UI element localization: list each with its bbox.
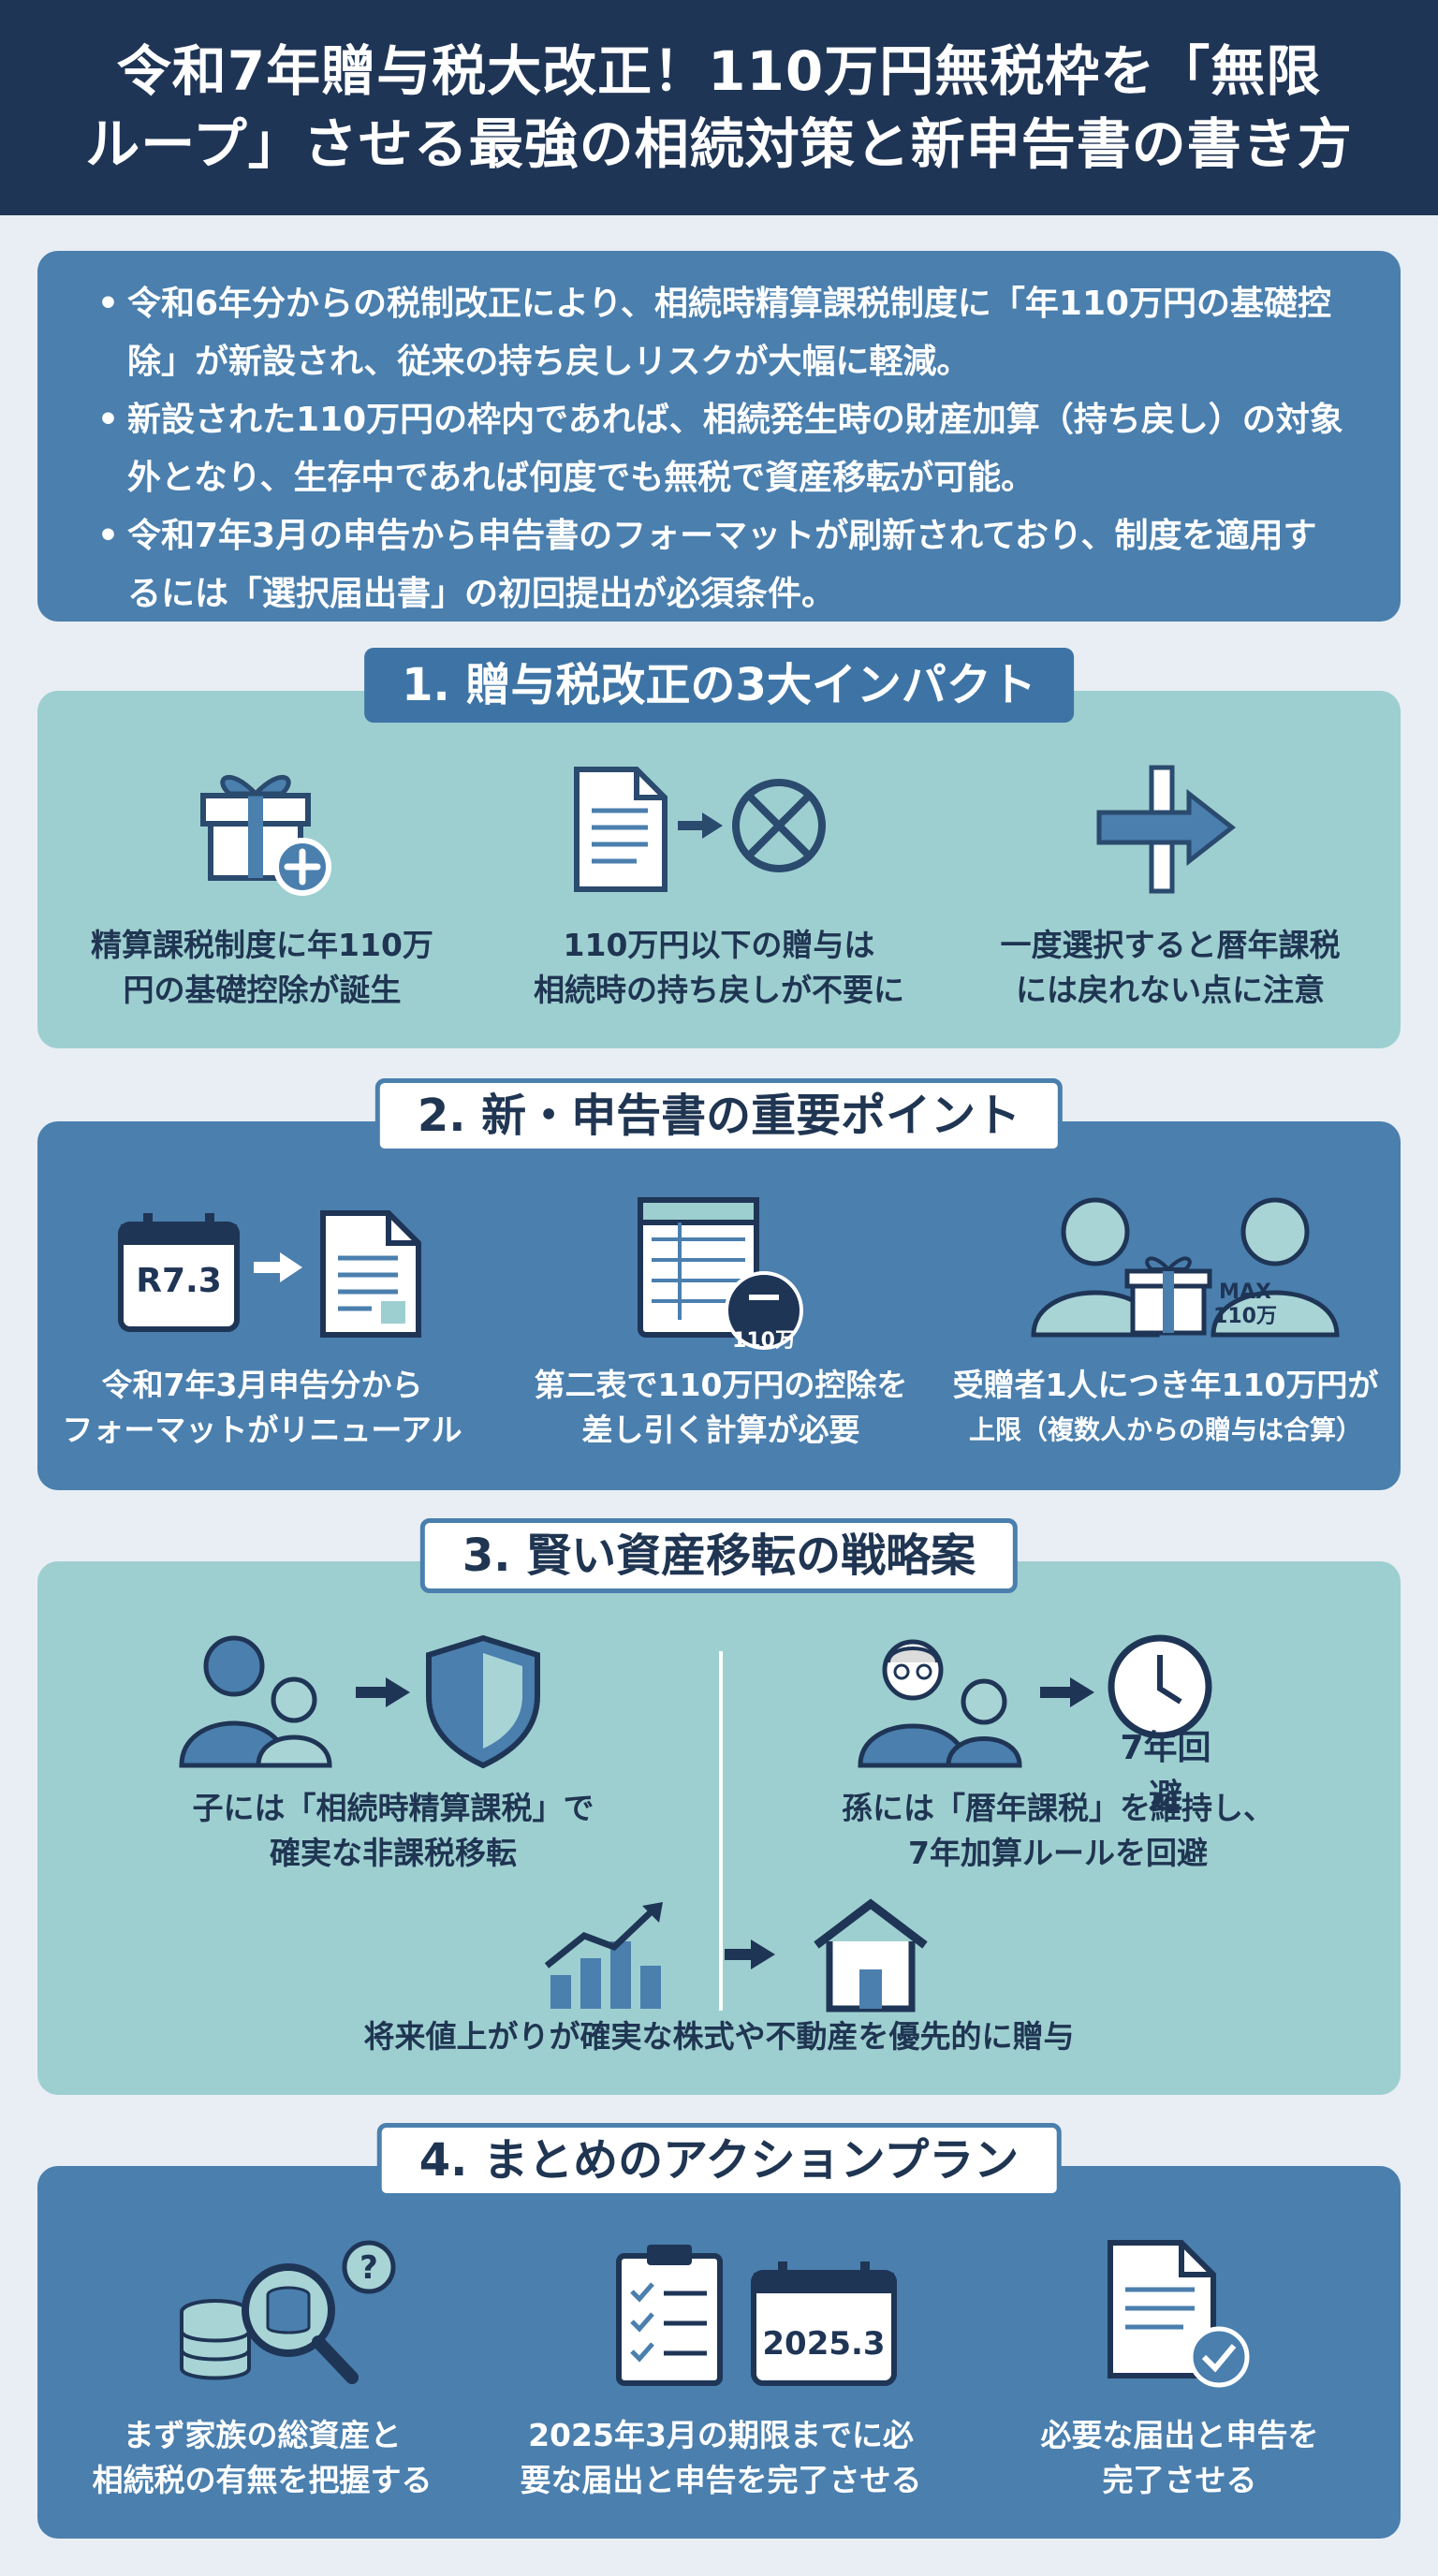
clock-label: 7年回避 bbox=[1120, 1729, 1211, 1816]
impact-item-2: 110万円以下の贈与は 相続時の持ち戻しが不要に bbox=[534, 927, 904, 1008]
section-strategy: 3. 賢い資産移転の戦略案 子には「相続時精算課税」で 確実な非課税移転 7年回… bbox=[37, 1518, 1401, 2095]
action-item-1: まず家族の総資産と 相続税の有無を把握する bbox=[92, 2417, 433, 2498]
section-impact: 1. 贈与税改正の3大インパクト 精算課税制度に年110万 円の基礎控除が誕生 … bbox=[37, 648, 1401, 1048]
summary-item: 令和6年分からの税制改正により、相続時精算課税制度に「年110万円の基礎控除」が… bbox=[94, 275, 1344, 391]
calendar-document-icon bbox=[118, 1210, 421, 1338]
summary-item: 新設された110万円の枠内であれば、相続発生時の財産加算（持ち戻し）の対象外とな… bbox=[94, 391, 1344, 507]
strategy-item-3: 将来値上がりが確実な株式や不動産を優先的に贈与 bbox=[363, 2018, 1075, 2055]
one-way-arrow-icon bbox=[1096, 765, 1237, 894]
coins-magnifier-icon: ? bbox=[180, 2240, 396, 2384]
calendar-date-label: R7.3 bbox=[136, 1262, 222, 1300]
impact-item-1: 精算課税制度に年110万 円の基礎控除が誕生 bbox=[91, 927, 433, 1008]
chart-house-icon bbox=[544, 1898, 928, 2012]
form-point-1: 令和7年3月申告分から フォーマットがリニューアル bbox=[62, 1367, 462, 1448]
summary-item: 令和7年3月の申告から申告書のフォーマットが刷新されており、制度を適用するには「… bbox=[94, 507, 1344, 623]
grandparent-clock-icon bbox=[858, 1634, 1212, 1768]
page-title-line1: 令和7年贈与税大改正！110万円無税枠を「無限 bbox=[116, 39, 1322, 103]
form-minus-icon bbox=[638, 1197, 803, 1350]
svg-text:?: ? bbox=[360, 2249, 378, 2287]
checklist-calendar-icon bbox=[616, 2245, 897, 2386]
parent-child-shield-icon bbox=[179, 1634, 540, 1769]
action-item-3: 必要な届出と申告を 完了させる bbox=[1040, 2417, 1319, 2498]
section-strategy-title: 3. 賢い資産移転の戦略案 bbox=[419, 1518, 1019, 1593]
document-no-icon bbox=[574, 767, 826, 892]
strategy-divider bbox=[719, 1651, 723, 2011]
minus-amount-label: 110万 bbox=[732, 1329, 796, 1353]
deadline-calendar-label: 2025.3 bbox=[762, 2325, 886, 2363]
impact-item-3: 一度選択すると暦年課税 には戻れない点に注意 bbox=[1000, 927, 1341, 1008]
max-label: MAX 110万 bbox=[1213, 1281, 1277, 1328]
people-gift-max-icon bbox=[1031, 1197, 1340, 1338]
section-form-points-title: 2. 新・申告書の重要ポイント bbox=[374, 1078, 1064, 1153]
strategy-item-1: 子には「相続時精算課税」で 確実な非課税移転 bbox=[192, 1790, 594, 1871]
strategy-item-2: 孫には「暦年課税」を維持し、 7年加算ルールを回避 bbox=[842, 1790, 1274, 1871]
document-check-icon bbox=[1108, 2240, 1250, 2388]
action-item-2: 2025年3月の期限までに必 要な届出と申告を完了させる bbox=[520, 2417, 922, 2498]
section-form-points: 2. 新・申告書の重要ポイント R7.3 令和7年3月申告分から フォーマットが… bbox=[37, 1078, 1401, 1490]
summary-list: 令和6年分からの税制改正により、相続時精算課税制度に「年110万円の基礎控除」が… bbox=[94, 275, 1344, 623]
form-point-2: 第二表で110万円の控除を 差し引く計算が必要 bbox=[534, 1367, 908, 1448]
gift-plus-icon bbox=[200, 774, 331, 896]
section-action-plan-title: 4. まとめのアクションプラン bbox=[376, 2123, 1062, 2198]
section-impact-title: 1. 贈与税改正の3大インパクト bbox=[364, 648, 1074, 723]
page-title-line2: ループ」させる最強の相続対策と新申告書の書き方 bbox=[85, 112, 1353, 176]
section-action-plan: 4. まとめのアクションプラン ? まず家族の総資産と 相続税の有無を把握する … bbox=[37, 2123, 1401, 2539]
page-header: 令和7年贈与税大改正！110万円無税枠を「無限 ループ」させる最強の相続対策と新… bbox=[0, 0, 1438, 215]
form-point-3: 受贈者1人につき年110万円が 上限（複数人からの贈与は合算） bbox=[952, 1367, 1379, 1445]
summary-box: 令和6年分からの税制改正により、相続時精算課税制度に「年110万円の基礎控除」が… bbox=[37, 251, 1401, 622]
